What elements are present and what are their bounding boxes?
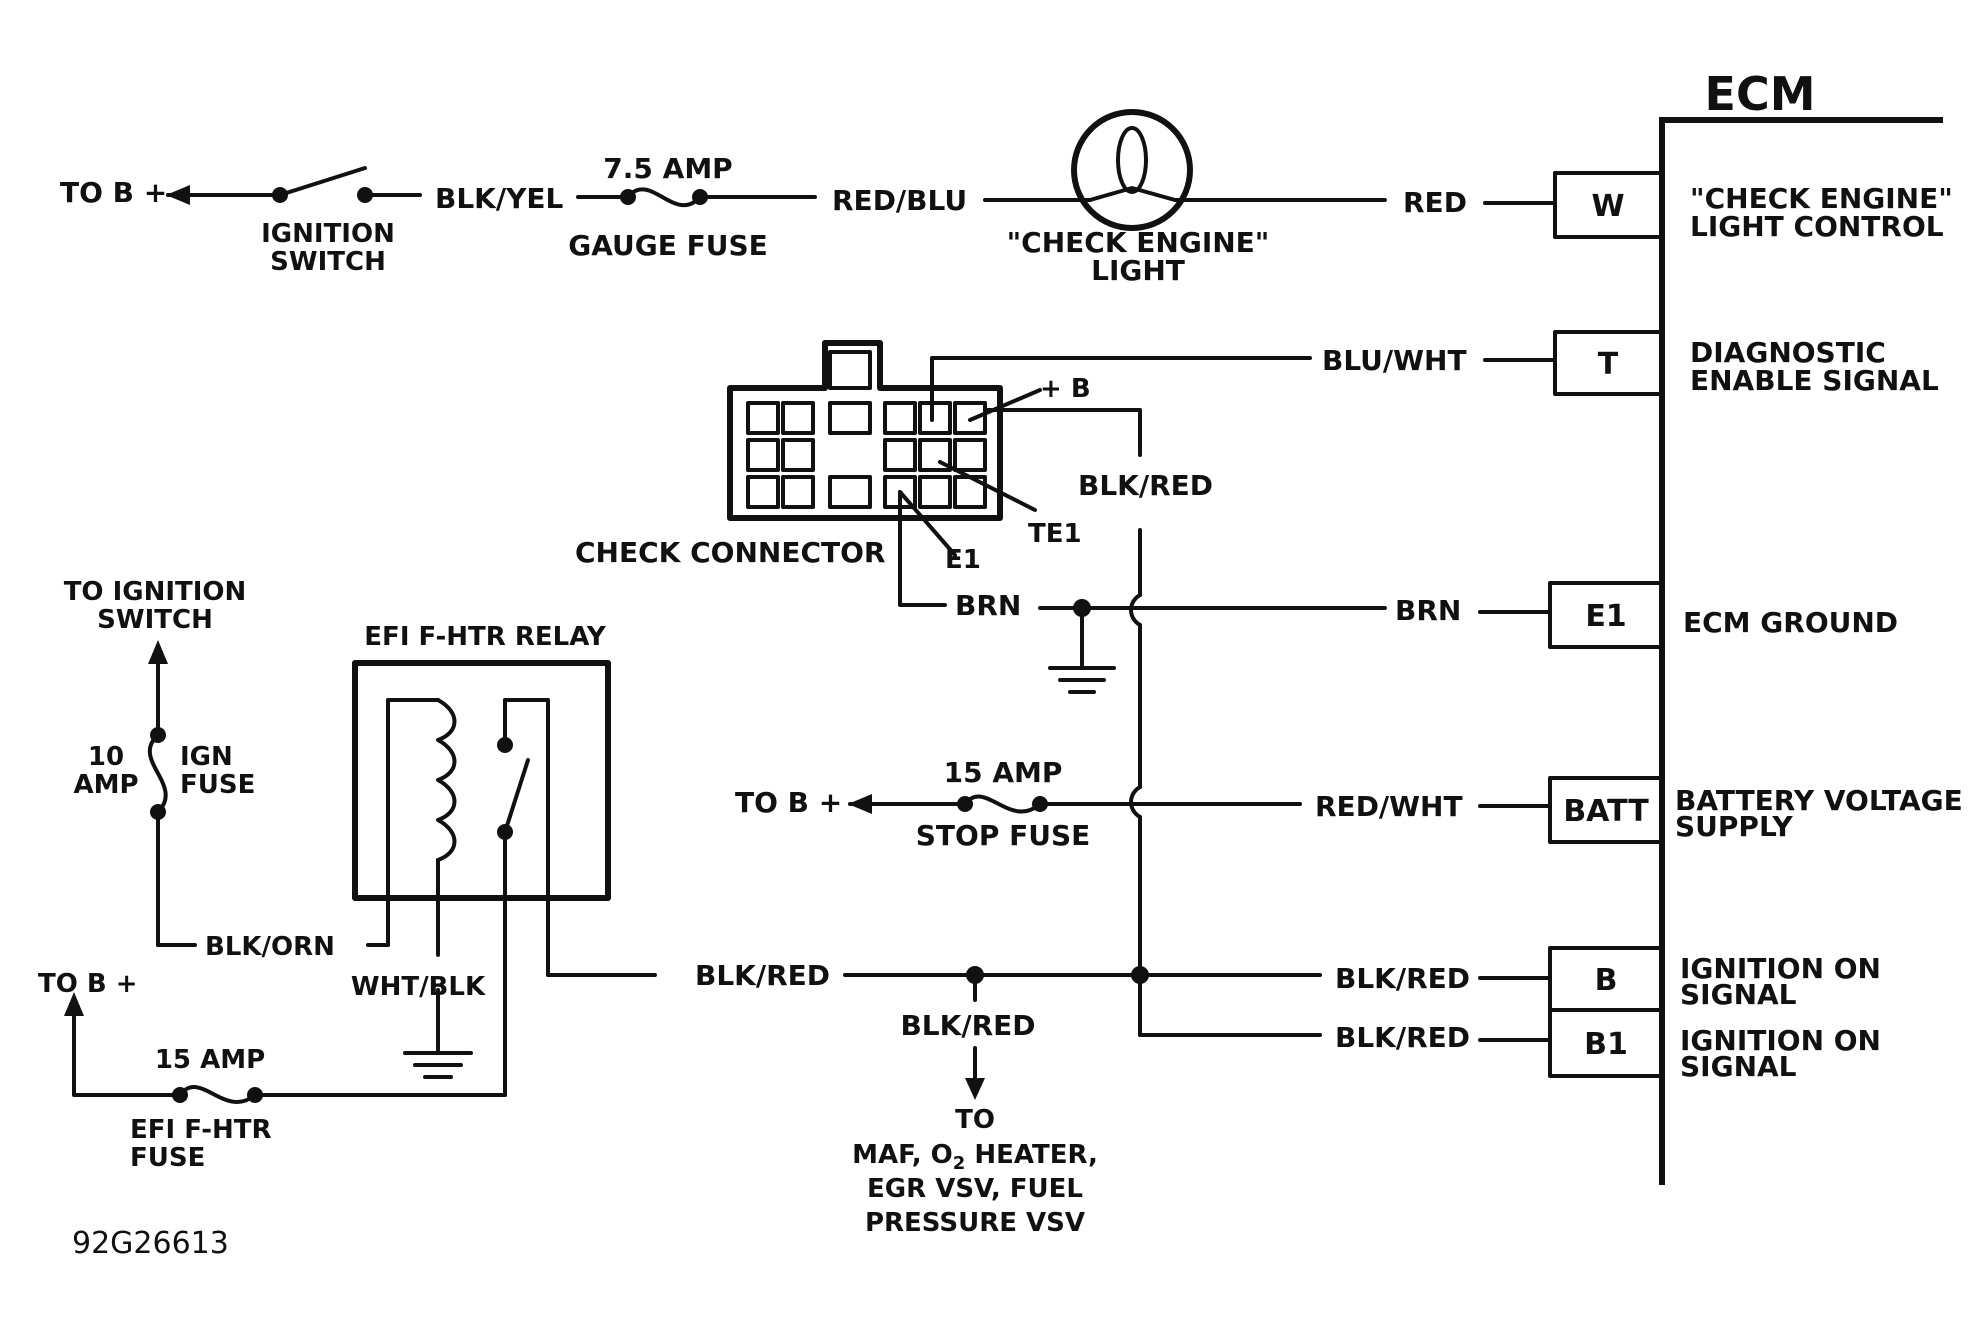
- stop-fuse-circuit: TO B + 15 AMP STOP FUSE RED/WHT: [735, 756, 1552, 852]
- ign-fuse-circuit: TO IGNITION SWITCH 10 AMP IGN FUSE BLK/O…: [64, 577, 390, 962]
- pin-batt-label: BATT: [1563, 794, 1649, 829]
- to-b-plus-label-top: TO B +: [60, 176, 167, 209]
- wire-label-blu-wht: BLU/WHT: [1322, 344, 1467, 377]
- efi-fuse-label-1: EFI F-HTR: [130, 1115, 272, 1145]
- destination-line-3: PRESSURE VSV: [865, 1208, 1085, 1238]
- ign-fuse-amp-label-1: 10: [88, 742, 124, 772]
- to-label: TO: [955, 1105, 995, 1135]
- arrow-down-icon: [965, 1078, 985, 1100]
- ignition-switch-icon: [278, 166, 367, 197]
- relay-switch-icon: [503, 758, 530, 834]
- wire-label-blk-red-b1: BLK/RED: [1335, 1021, 1470, 1054]
- stop-fuse-amp-label: 15 AMP: [944, 756, 1063, 789]
- check-engine-bulb-icon: [1071, 109, 1193, 231]
- destination-line-1: MAF, O2 HEATER,: [852, 1140, 1098, 1174]
- to-ignition-switch-label-1: TO IGNITION: [64, 577, 247, 607]
- pin-batt-desc-2: SUPPLY: [1675, 810, 1793, 843]
- wire-label-red: RED: [1403, 186, 1467, 219]
- ground-icon: [403, 988, 473, 1079]
- pin-b-desc-2: SIGNAL: [1680, 978, 1797, 1011]
- wire-label-blk-orn: BLK/ORN: [205, 932, 335, 962]
- check-connector-label: CHECK CONNECTOR: [575, 536, 885, 569]
- check-engine-circuit: TO B + IGNITION SWITCH BLK/YEL 7.5 AMP G…: [60, 109, 1557, 287]
- ignition-switch-label-1: IGNITION: [261, 219, 395, 249]
- pin-w-label: W: [1591, 189, 1624, 224]
- ground-wire: BRN BRN: [898, 490, 1552, 694]
- wire-label-red-blu: RED/BLU: [832, 184, 967, 217]
- to-b-plus-label-mid: TO B +: [735, 786, 842, 819]
- pin-e1-label: E1: [1585, 599, 1626, 634]
- efi-fuse-circuit: TO B + 15 AMP EFI F-HTR FUSE: [38, 969, 507, 1173]
- pin-t-desc-2: ENABLE SIGNAL: [1690, 364, 1939, 397]
- wire-label-red-wht: RED/WHT: [1315, 790, 1463, 823]
- pin-e1-desc-1: ECM GROUND: [1683, 606, 1898, 639]
- wire-label-brn-right: BRN: [1395, 594, 1461, 627]
- ecm-pin-t: T DIAGNOSTIC ENABLE SIGNAL: [1553, 330, 1939, 397]
- relay-label: EFI F-HTR RELAY: [364, 622, 607, 652]
- gauge-fuse-amp-label: 7.5 AMP: [603, 152, 732, 185]
- pin-b1-label: B1: [1584, 1027, 1628, 1062]
- plus-b-label: + B: [1040, 374, 1091, 404]
- check-engine-light-label-2: LIGHT: [1091, 254, 1185, 287]
- wire-label-blk-red-branch: BLK/RED: [900, 1009, 1035, 1042]
- pin-w-desc-1: "CHECK ENGINE": [1690, 182, 1953, 215]
- relay-coil-icon: [436, 698, 457, 862]
- ecm-pin-batt: BATT BATTERY VOLTAGE SUPPLY: [1548, 776, 1963, 844]
- ign-fuse-label-1: IGN: [180, 742, 233, 772]
- efi-relay: EFI F-HTR RELAY WHT/BLK: [351, 622, 657, 1097]
- efi-fuse-amp-label: 15 AMP: [155, 1045, 265, 1075]
- efi-fuse-icon: [178, 1085, 257, 1104]
- ecm-pin-w: W "CHECK ENGINE" LIGHT CONTROL: [1553, 171, 1953, 243]
- ecm-pin-b: B IGNITION ON SIGNAL: [1548, 946, 1881, 1012]
- pin-b-label: B: [1595, 963, 1618, 998]
- figure-code: 92G26613: [72, 1226, 229, 1261]
- pin-t-label: T: [1598, 347, 1619, 382]
- ign-fuse-icon: [147, 733, 168, 814]
- wire-label-blk-red-left: BLK/RED: [695, 959, 830, 992]
- efi-fuse-label-2: FUSE: [130, 1143, 205, 1173]
- wire-label-wht-blk: WHT/BLK: [351, 972, 486, 1002]
- arrow-up-icon: [64, 992, 84, 1016]
- arrow-left-icon: [166, 185, 190, 205]
- ign-fuse-amp-label-2: AMP: [73, 770, 138, 800]
- ignition-bus: BLK/RED BLK/RED TO MAF, O2 HEATER, EGR V…: [695, 959, 1552, 1238]
- stop-fuse-label: STOP FUSE: [916, 819, 1091, 852]
- gauge-fuse-icon: [626, 187, 702, 208]
- pin-b-desc-1: IGNITION ON: [1680, 952, 1881, 985]
- wire-label-blk-red-vertical: BLK/RED: [1078, 469, 1213, 502]
- diagnostic-wire: BLU/WHT: [930, 344, 1557, 422]
- wire-label-blk-yel: BLK/YEL: [435, 182, 564, 215]
- to-b-plus-label-bottom: TO B +: [38, 969, 138, 999]
- e1-label: E1: [945, 545, 981, 575]
- pin-b1-desc-1: IGNITION ON: [1680, 1024, 1881, 1057]
- ign-fuse-label-2: FUSE: [180, 770, 255, 800]
- stop-fuse-icon: [963, 794, 1042, 814]
- pin-b1-desc-2: SIGNAL: [1680, 1050, 1797, 1083]
- to-ignition-switch-label-2: SWITCH: [97, 605, 213, 635]
- pin-w-desc-2: LIGHT CONTROL: [1690, 210, 1944, 243]
- ecm-pin-e1: E1 ECM GROUND: [1548, 581, 1898, 649]
- pin-t-desc-1: DIAGNOSTIC: [1690, 336, 1886, 369]
- ground-icon: [1048, 666, 1116, 694]
- ignition-switch-label-2: SWITCH: [270, 247, 386, 277]
- ecm-title: ECM: [1705, 67, 1816, 121]
- te1-label: TE1: [1028, 519, 1082, 549]
- check-engine-light-label-1: "CHECK ENGINE": [1007, 226, 1270, 259]
- destination-line-2: EGR VSV, FUEL: [867, 1174, 1083, 1204]
- check-connector: + B TE1 E1 CHECK CONNECTOR: [575, 340, 1091, 575]
- gauge-fuse-label: GAUGE FUSE: [568, 229, 768, 262]
- wire-label-brn-left: BRN: [955, 589, 1021, 622]
- ecm-pin-b1: B1 IGNITION ON SIGNAL: [1548, 1008, 1881, 1083]
- pin-batt-desc-1: BATTERY VOLTAGE: [1675, 784, 1963, 817]
- arrow-up-icon: [148, 640, 168, 664]
- wire-label-blk-red-b: BLK/RED: [1335, 962, 1470, 995]
- plus-b-wire: BLK/RED: [983, 408, 1322, 1037]
